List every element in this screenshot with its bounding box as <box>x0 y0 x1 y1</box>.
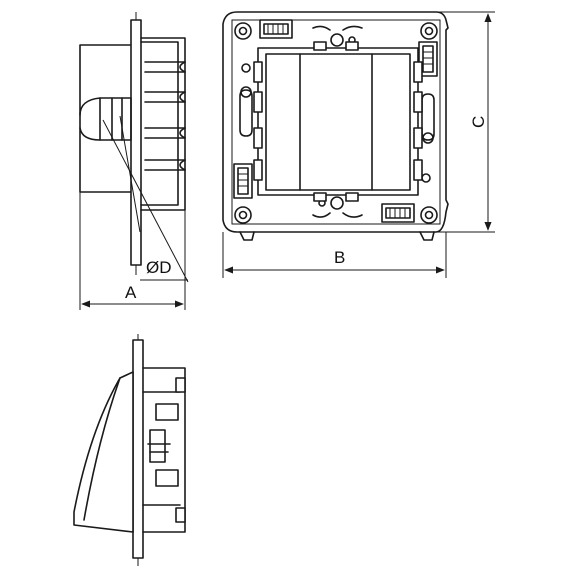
housing-side <box>140 37 186 211</box>
mounting-plate-side-bottom <box>132 339 144 559</box>
corner-screws <box>234 22 438 224</box>
keyhole-slots <box>239 25 435 218</box>
dimension-a: A <box>79 192 186 310</box>
dimension-a-label: A <box>125 283 137 302</box>
housing-side-bottom <box>142 367 186 533</box>
rocker-keys <box>265 53 411 191</box>
side-view-top <box>79 12 189 283</box>
dimension-d-label: ØD <box>146 258 172 277</box>
rocker-profile <box>79 97 132 141</box>
dimension-b: B <box>222 232 447 278</box>
dimension-c: C <box>436 11 495 233</box>
fixing-clips <box>233 19 438 223</box>
dimension-c-label: C <box>469 116 488 128</box>
frame-tab <box>239 231 255 241</box>
housing-ribs <box>144 61 186 171</box>
mechanism-module <box>257 47 419 196</box>
key-cover-profile <box>73 371 134 533</box>
front-view <box>222 11 449 241</box>
module-latches <box>253 41 423 202</box>
side-view-bottom <box>73 334 186 566</box>
dimension-b-label: B <box>334 248 345 267</box>
dimension-d: ØD <box>140 258 188 281</box>
